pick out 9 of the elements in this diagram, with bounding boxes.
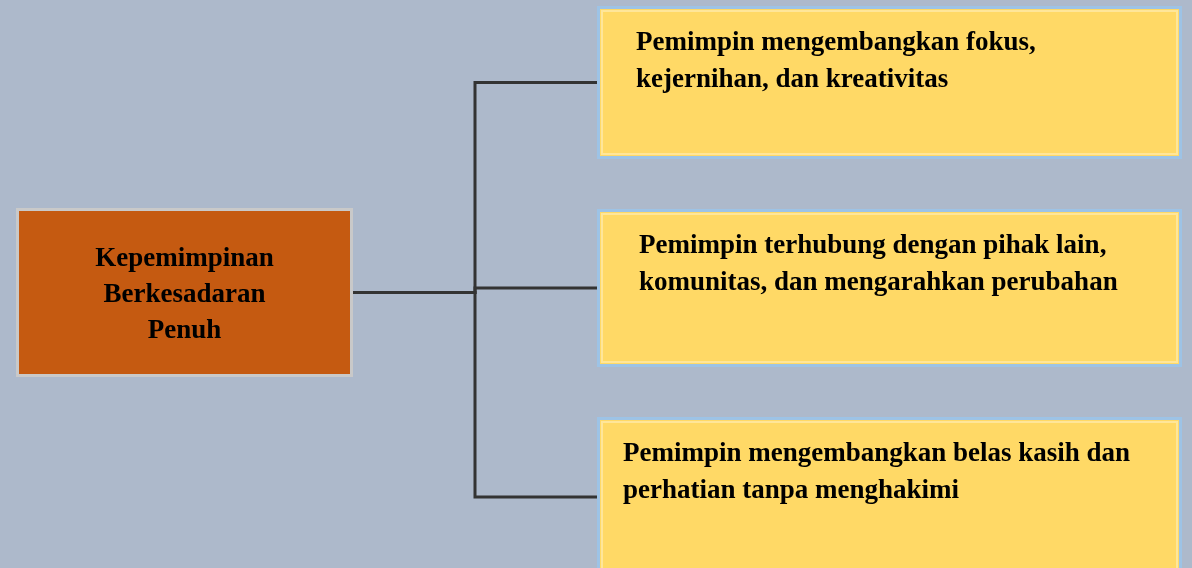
- box-text: Kepemimpinan Berkesadaran Penuh: [94, 240, 275, 346]
- process-box: [597, 209, 1182, 367]
- topic-box: [16, 208, 353, 377]
- process-box: [597, 417, 1182, 568]
- box-text: Pemimpin mengembangkan belas kasih dan perhatian tanpa menghakimi: [623, 436, 1132, 506]
- connector-line: [353, 291, 597, 499]
- process-box: [597, 6, 1182, 159]
- box-text: Pemimpin terhubung dengan pihak lain, komunitas, dan mengarahkan perubahan: [639, 228, 1119, 298]
- box-text: Pemimpin mengembangkan fokus, kejernihan, dan kreativitas: [636, 25, 1036, 95]
